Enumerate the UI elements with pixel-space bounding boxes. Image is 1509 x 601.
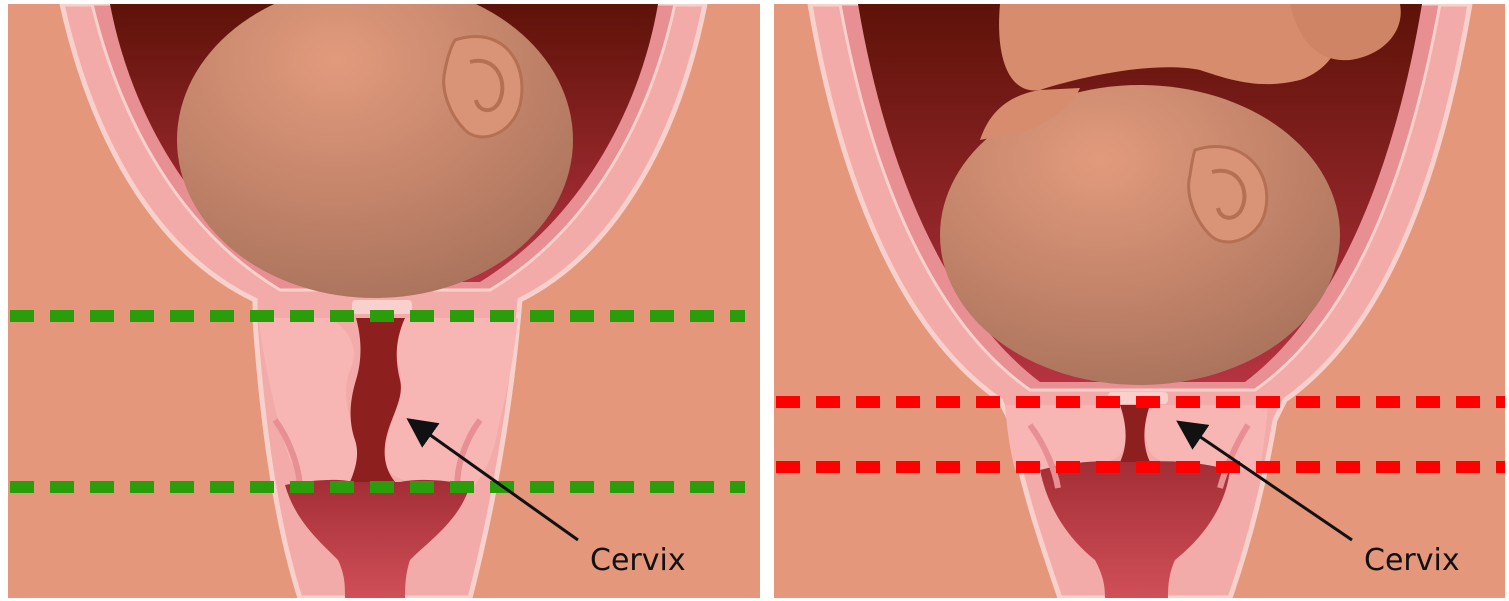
panel-normal-cervix: Cervix	[8, 0, 760, 598]
cervix	[1005, 405, 1126, 470]
cervix	[1145, 405, 1268, 470]
cervix-label: Cervix	[1364, 543, 1460, 578]
panel-divider	[760, 0, 774, 601]
panel-shortened-cervix: Cervix	[774, 4, 1505, 598]
cervix-label: Cervix	[590, 543, 686, 578]
